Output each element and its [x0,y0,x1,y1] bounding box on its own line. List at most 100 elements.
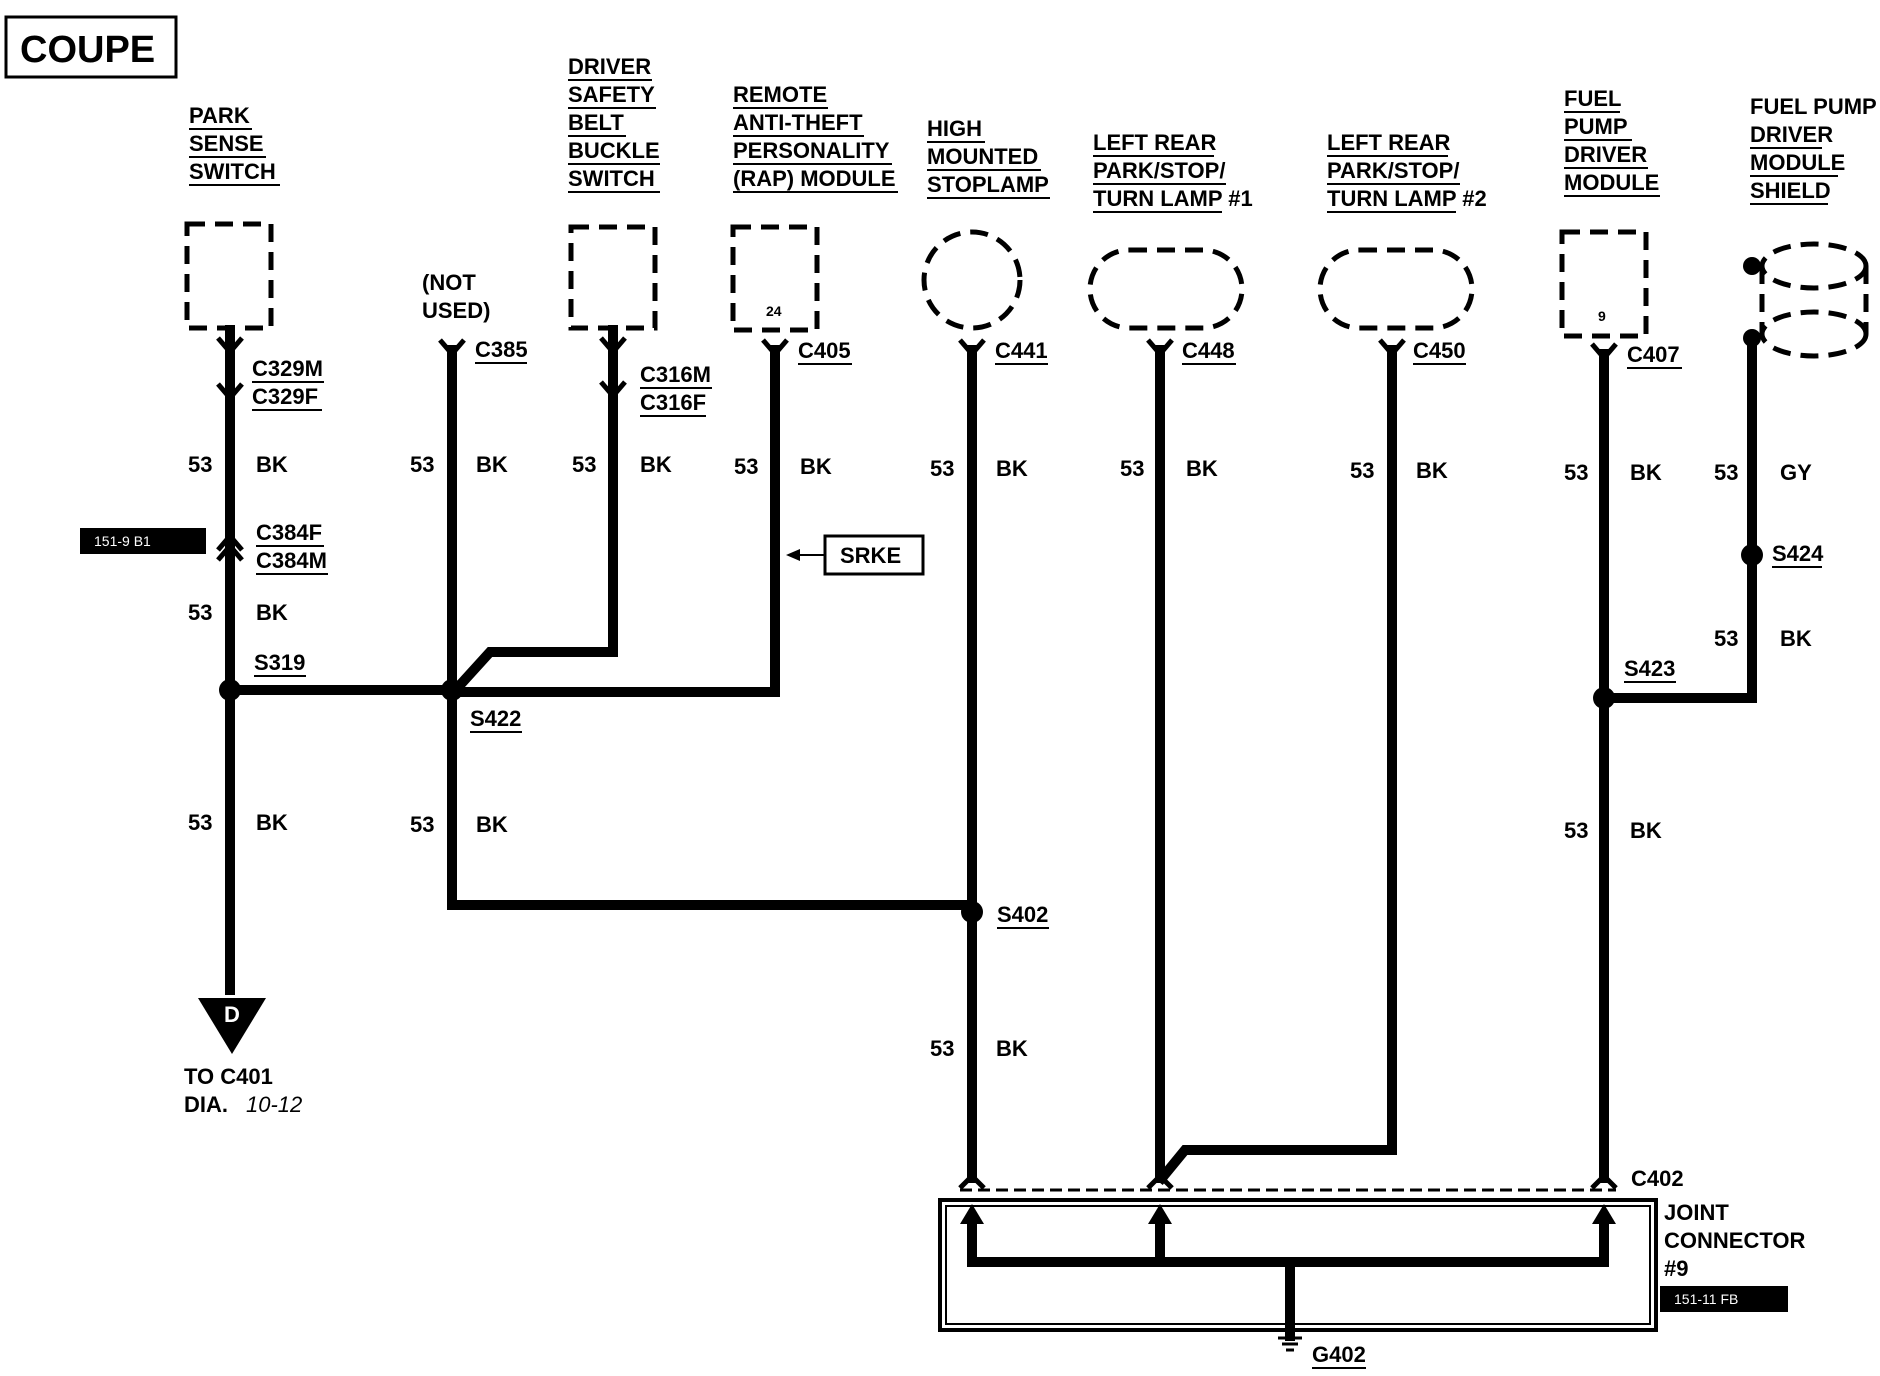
label-park-sense-switch: PARK SENSE SWITCH [189,103,280,186]
svg-text:C329F: C329F [252,384,318,409]
svg-text:53: 53 [1564,818,1588,843]
park-sense-switch-symbol [184,221,274,331]
label-lr-turn-lamp-1: LEFT REAR PARK/STOP/ TURN LAMP #1 [1093,130,1253,213]
rap-pin: 24 [766,303,782,319]
svg-text:BELT: BELT [568,110,624,135]
svg-text:C316F: C316F [640,390,706,415]
svg-text:BK: BK [1630,818,1662,843]
svg-text:53: 53 [188,600,212,625]
svg-text:53: 53 [1714,626,1738,651]
svg-text:53: 53 [410,812,434,837]
svg-text:53: 53 [188,452,212,477]
svg-text:53: 53 [734,454,758,479]
svg-text:C441: C441 [995,338,1048,363]
fuel-pump-module-symbol [1559,229,1649,339]
joint-connector-9: JOINT CONNECTOR #9 151-11 FB [938,1188,1805,1332]
svg-text:SHIELD: SHIELD [1750,178,1831,203]
svg-text:DIA.: DIA. [184,1092,228,1117]
svg-text:53: 53 [572,452,596,477]
svg-text:FUEL: FUEL [1564,86,1621,111]
label-driver-safety-belt: DRIVER SAFETY BELT BUCKLE SWITCH [568,54,660,193]
svg-text:PARK/STOP/: PARK/STOP/ [1327,158,1459,183]
connector-chevrons [216,336,1618,1190]
svg-text:BK: BK [1780,626,1812,651]
svg-text:BK: BK [256,452,288,477]
svg-text:MOUNTED: MOUNTED [927,144,1038,169]
svg-text:151-11 FB: 151-11 FB [1674,1291,1738,1307]
svg-text:REMOTE: REMOTE [733,82,827,107]
svg-text:SENSE: SENSE [189,131,264,156]
svg-text:USED): USED) [422,298,490,323]
svg-text:BK: BK [1186,456,1218,481]
svg-text:LEFT REAR: LEFT REAR [1327,130,1451,155]
label-rap-module: REMOTE ANTI-THEFT PERSONALITY (RAP) MODU… [733,82,898,193]
svg-text:SWITCH: SWITCH [568,166,655,191]
srke-box: SRKE [786,534,925,576]
svg-text:53: 53 [1564,460,1588,485]
svg-text:C402: C402 [1631,1166,1684,1191]
rap-module-symbol [730,224,820,333]
svg-text:BK: BK [476,812,508,837]
svg-text:C316M: C316M [640,362,711,387]
svg-text:C329M: C329M [252,356,323,381]
svg-text:C450: C450 [1413,338,1466,363]
svg-text:BK: BK [996,1036,1028,1061]
svg-text:151-9 B1: 151-9 B1 [94,533,151,549]
svg-text:SAFETY: SAFETY [568,82,655,107]
svg-text:G402: G402 [1312,1342,1366,1367]
svg-text:53: 53 [1350,458,1374,483]
svg-text:DRIVER: DRIVER [1564,142,1647,167]
svg-text:10-12: 10-12 [246,1092,302,1117]
svg-text:53: 53 [188,810,212,835]
svg-text:CONNECTOR: CONNECTOR [1664,1228,1805,1253]
lr-turn-lamp-1-symbol [1087,247,1245,331]
not-used-label: (NOT USED) [422,270,490,323]
svg-text:MODULE: MODULE [1564,170,1659,195]
svg-text:PARK/STOP/: PARK/STOP/ [1093,158,1225,183]
svg-text:DRIVER: DRIVER [568,54,651,79]
high-mounted-stoplamp-symbol [921,229,1023,331]
svg-text:C384F: C384F [256,520,322,545]
svg-text:BUCKLE: BUCKLE [568,138,660,163]
svg-text:C448: C448 [1182,338,1235,363]
ground-g402: G402 [1278,1336,1366,1369]
svg-text:PUMP: PUMP [1564,114,1628,139]
ref-tag-1: 151-9 B1 [80,528,206,554]
svg-text:(RAP) MODULE: (RAP) MODULE [733,166,896,191]
splice-s423-dot [1593,687,1615,709]
svg-text:FUEL PUMP: FUEL PUMP [1750,94,1877,119]
svg-text:C384M: C384M [256,548,327,573]
svg-text:S319: S319 [254,650,305,675]
svg-text:JOINT: JOINT [1664,1200,1729,1225]
svg-text:53: 53 [930,456,954,481]
wire-labels: 53 BK 53 BK 53 BK 53 BK 53 BK 53 BK 53 B… [188,452,1812,1061]
svg-text:BK: BK [256,600,288,625]
fuel-pump-pin: 9 [1598,308,1606,324]
svg-text:(NOT: (NOT [422,270,476,295]
splice-s422-dot [441,679,463,701]
svg-text:TO C401: TO C401 [184,1064,273,1089]
svg-text:LEFT REAR: LEFT REAR [1093,130,1217,155]
label-high-mounted-stoplamp: HIGH MOUNTED STOPLAMP [927,116,1050,199]
label-lr-turn-lamp-2: LEFT REAR PARK/STOP/ TURN LAMP #2 [1327,130,1487,213]
svg-text:STOPLAMP: STOPLAMP [927,172,1049,197]
svg-text:BK: BK [256,810,288,835]
svg-text:C405: C405 [798,338,851,363]
svg-text:TURN LAMP #1: TURN LAMP #1 [1093,186,1253,211]
splice-s402-dot [961,901,983,923]
svg-text:BK: BK [476,452,508,477]
svg-text:MODULE: MODULE [1750,150,1845,175]
svg-text:SRKE: SRKE [840,543,901,568]
svg-text:S423: S423 [1624,656,1675,681]
lr-turn-lamp-2-symbol [1317,247,1475,331]
svg-text:GY: GY [1780,460,1812,485]
svg-text:S402: S402 [997,902,1048,927]
svg-text:D: D [224,1002,240,1027]
svg-text:BK: BK [996,456,1028,481]
fuel-pump-shield-symbol [1743,241,1869,359]
svg-text:53: 53 [930,1036,954,1061]
svg-text:SWITCH: SWITCH [189,159,276,184]
svg-text:53: 53 [1120,456,1144,481]
svg-text:DRIVER: DRIVER [1750,122,1833,147]
splice-labels: S319 S422 S402 S424 S423 [254,541,1824,929]
